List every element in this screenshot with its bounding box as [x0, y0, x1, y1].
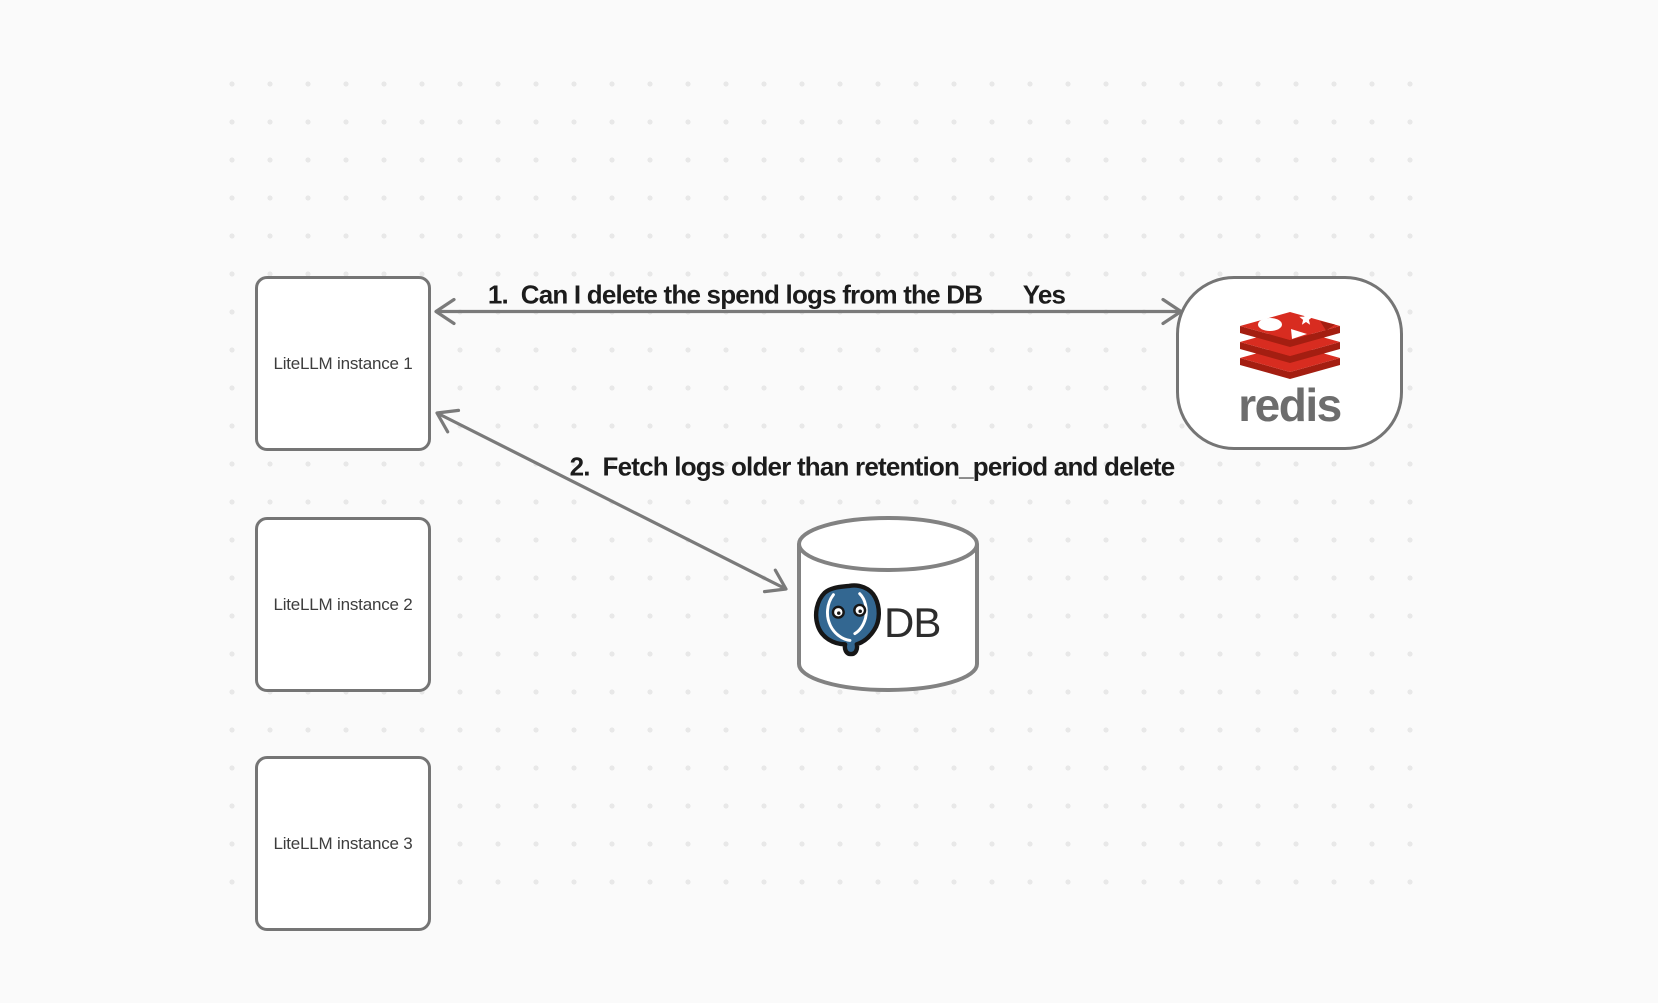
- edge-1-response-label[interactable]: Yes: [1022, 279, 1066, 310]
- db-label: DB: [884, 599, 941, 646]
- node-label: LiteLLM instance 1: [273, 353, 413, 373]
- node-label: LiteLLM instance 3: [273, 833, 413, 853]
- postgresql-icon: [813, 583, 882, 657]
- node-label: LiteLLM instance 2: [273, 594, 413, 614]
- node-litellm-instance-1[interactable]: LiteLLM instance 1: [255, 276, 431, 451]
- node-redis[interactable]: redis: [1176, 276, 1403, 450]
- edge-2-label[interactable]: 2. Fetch logs older than retention_perio…: [569, 451, 1176, 482]
- redis-wordmark: redis: [1238, 379, 1342, 431]
- edge-1-label[interactable]: 1. Can I delete the spend logs from the …: [487, 279, 983, 310]
- database-cylinder[interactable]: [796, 515, 980, 693]
- redis-logo-icon: [1239, 312, 1340, 379]
- node-litellm-instance-3[interactable]: LiteLLM instance 3: [255, 756, 431, 931]
- node-litellm-instance-2[interactable]: LiteLLM instance 2: [255, 517, 431, 692]
